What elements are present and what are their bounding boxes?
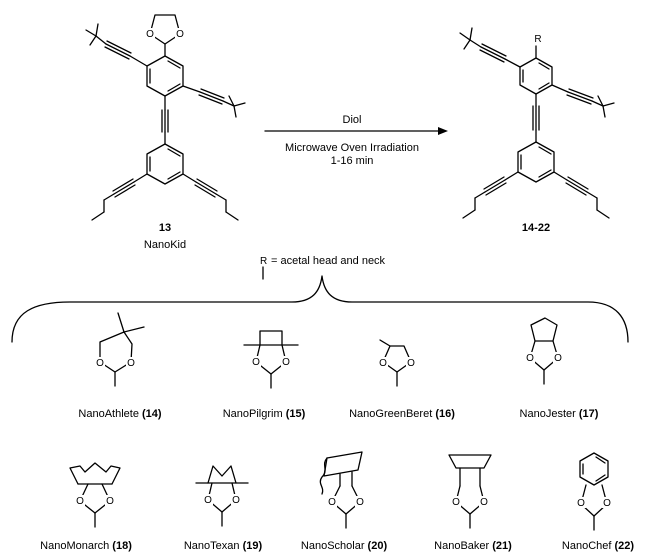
head-name: NanoTexan bbox=[184, 540, 240, 552]
reactant-number: 13 bbox=[159, 222, 171, 234]
row2-labels: NanoMonarch (18) NanoTexan (19) NanoScho… bbox=[40, 540, 634, 552]
nanokid-upper-benzene bbox=[146, 55, 184, 97]
conditions-line-1: Microwave Oven Irradiation bbox=[285, 142, 419, 154]
head-number: (14) bbox=[142, 408, 162, 420]
product-right-tbu-alkyne bbox=[551, 84, 615, 118]
reagent-label: Diol bbox=[343, 114, 362, 126]
head-label: NanoChef (22) bbox=[562, 540, 635, 552]
nanokid-dioxolane-head: O O bbox=[146, 14, 184, 57]
oxygen-label: O bbox=[232, 495, 240, 506]
head-structure-nanogreenberet: O O bbox=[378, 339, 416, 387]
oxygen-label: O bbox=[603, 498, 611, 509]
head-number: (16) bbox=[435, 408, 455, 420]
head-name: NanoPilgrim bbox=[223, 408, 283, 420]
oxygen-label: O bbox=[577, 498, 585, 509]
head-label: NanoPilgrim (15) bbox=[223, 408, 306, 420]
conditions-line-2: 1-16 min bbox=[331, 155, 374, 167]
head-label: NanoJester (17) bbox=[520, 408, 599, 420]
oxygen-label: O bbox=[146, 29, 154, 40]
head-number: (18) bbox=[112, 540, 132, 552]
product-left-tbu-alkyne bbox=[459, 27, 521, 68]
oxygen-label: O bbox=[526, 353, 534, 364]
head-structure-nanoscholar: O O bbox=[319, 451, 365, 529]
head-label: NanoScholar (20) bbox=[301, 540, 388, 552]
head-number: (17) bbox=[579, 408, 599, 420]
product-number: 14-22 bbox=[522, 222, 550, 234]
r-definition-text: = acetal head and neck bbox=[271, 255, 386, 267]
oxygen-label: O bbox=[407, 358, 415, 369]
head-name: NanoAthlete bbox=[78, 408, 139, 420]
head-label: NanoTexan (19) bbox=[184, 540, 263, 552]
nanokid-structure: O O bbox=[85, 14, 246, 251]
head-structure-nanomonarch: O O bbox=[69, 462, 121, 528]
head-name: NanoMonarch bbox=[40, 540, 109, 552]
nanokid-right-leg bbox=[182, 173, 239, 221]
oxygen-label: O bbox=[96, 358, 104, 369]
head-name: NanoGreenBeret bbox=[349, 408, 432, 420]
oxygen-label: O bbox=[356, 497, 364, 508]
nanokid-left-tbu-alkyne bbox=[85, 23, 148, 67]
head-label: NanoGreenBeret (16) bbox=[349, 408, 455, 420]
head-label: NanoAthlete (14) bbox=[78, 408, 162, 420]
row1-labels: NanoAthlete (14) NanoPilgrim (15) NanoGr… bbox=[78, 408, 598, 420]
product-central-alkyne bbox=[532, 93, 540, 143]
oxygen-label: O bbox=[127, 358, 135, 369]
product-left-leg bbox=[462, 171, 519, 219]
product-right-leg bbox=[553, 171, 610, 219]
head-number: (20) bbox=[368, 540, 388, 552]
oxygen-label: O bbox=[282, 357, 290, 368]
reaction-arrow-group: Diol Microwave Oven Irradiation 1-16 min bbox=[264, 114, 448, 167]
head-number: (15) bbox=[286, 408, 306, 420]
product-upper-benzene bbox=[519, 57, 553, 95]
head-number: (22) bbox=[615, 540, 635, 552]
head-structure-nanoathlete: O O bbox=[95, 312, 145, 387]
r-definition: R = acetal head and neck bbox=[260, 255, 386, 280]
oxygen-label: O bbox=[76, 496, 84, 507]
product-lower-benzene bbox=[517, 141, 555, 183]
nanokid-left-leg bbox=[91, 173, 148, 221]
head-name: NanoScholar bbox=[301, 540, 365, 552]
head-structure-nanopilgrim: O O bbox=[243, 330, 299, 389]
oxygen-label: O bbox=[204, 495, 212, 506]
head-structure-nanochef: O O bbox=[576, 452, 612, 531]
head-name: NanoJester bbox=[520, 408, 577, 420]
head-label: NanoBaker (21) bbox=[434, 540, 512, 552]
oxygen-label: O bbox=[252, 357, 260, 368]
oxygen-label: O bbox=[554, 353, 562, 364]
product-structure: R bbox=[459, 27, 615, 234]
nanokid-lower-benzene bbox=[146, 143, 184, 185]
curly-brace bbox=[11, 275, 629, 343]
r-group-label: R bbox=[534, 34, 541, 45]
head-structure-nanobaker: O O bbox=[448, 454, 492, 529]
oxygen-label: O bbox=[452, 497, 460, 508]
oxygen-label: O bbox=[106, 496, 114, 507]
oxygen-label: O bbox=[328, 497, 336, 508]
oxygen-label: O bbox=[379, 358, 387, 369]
head-name: NanoBaker bbox=[434, 540, 489, 552]
head-label: NanoMonarch (18) bbox=[40, 540, 132, 552]
arrow-head bbox=[438, 127, 448, 135]
head-structure-nanotexan: O O bbox=[195, 465, 249, 527]
oxygen-label: O bbox=[176, 29, 184, 40]
oxygen-label: O bbox=[480, 497, 488, 508]
r-definition-symbol: R bbox=[260, 256, 267, 267]
head-number: (19) bbox=[243, 540, 263, 552]
head-structure-nanojester: O O bbox=[525, 317, 563, 385]
reactant-name: NanoKid bbox=[144, 239, 186, 251]
nanokid-right-tbu-alkyne bbox=[182, 85, 246, 118]
head-number: (21) bbox=[492, 540, 512, 552]
head-name: NanoChef bbox=[562, 540, 612, 552]
nanokid-central-alkyne bbox=[161, 95, 169, 145]
